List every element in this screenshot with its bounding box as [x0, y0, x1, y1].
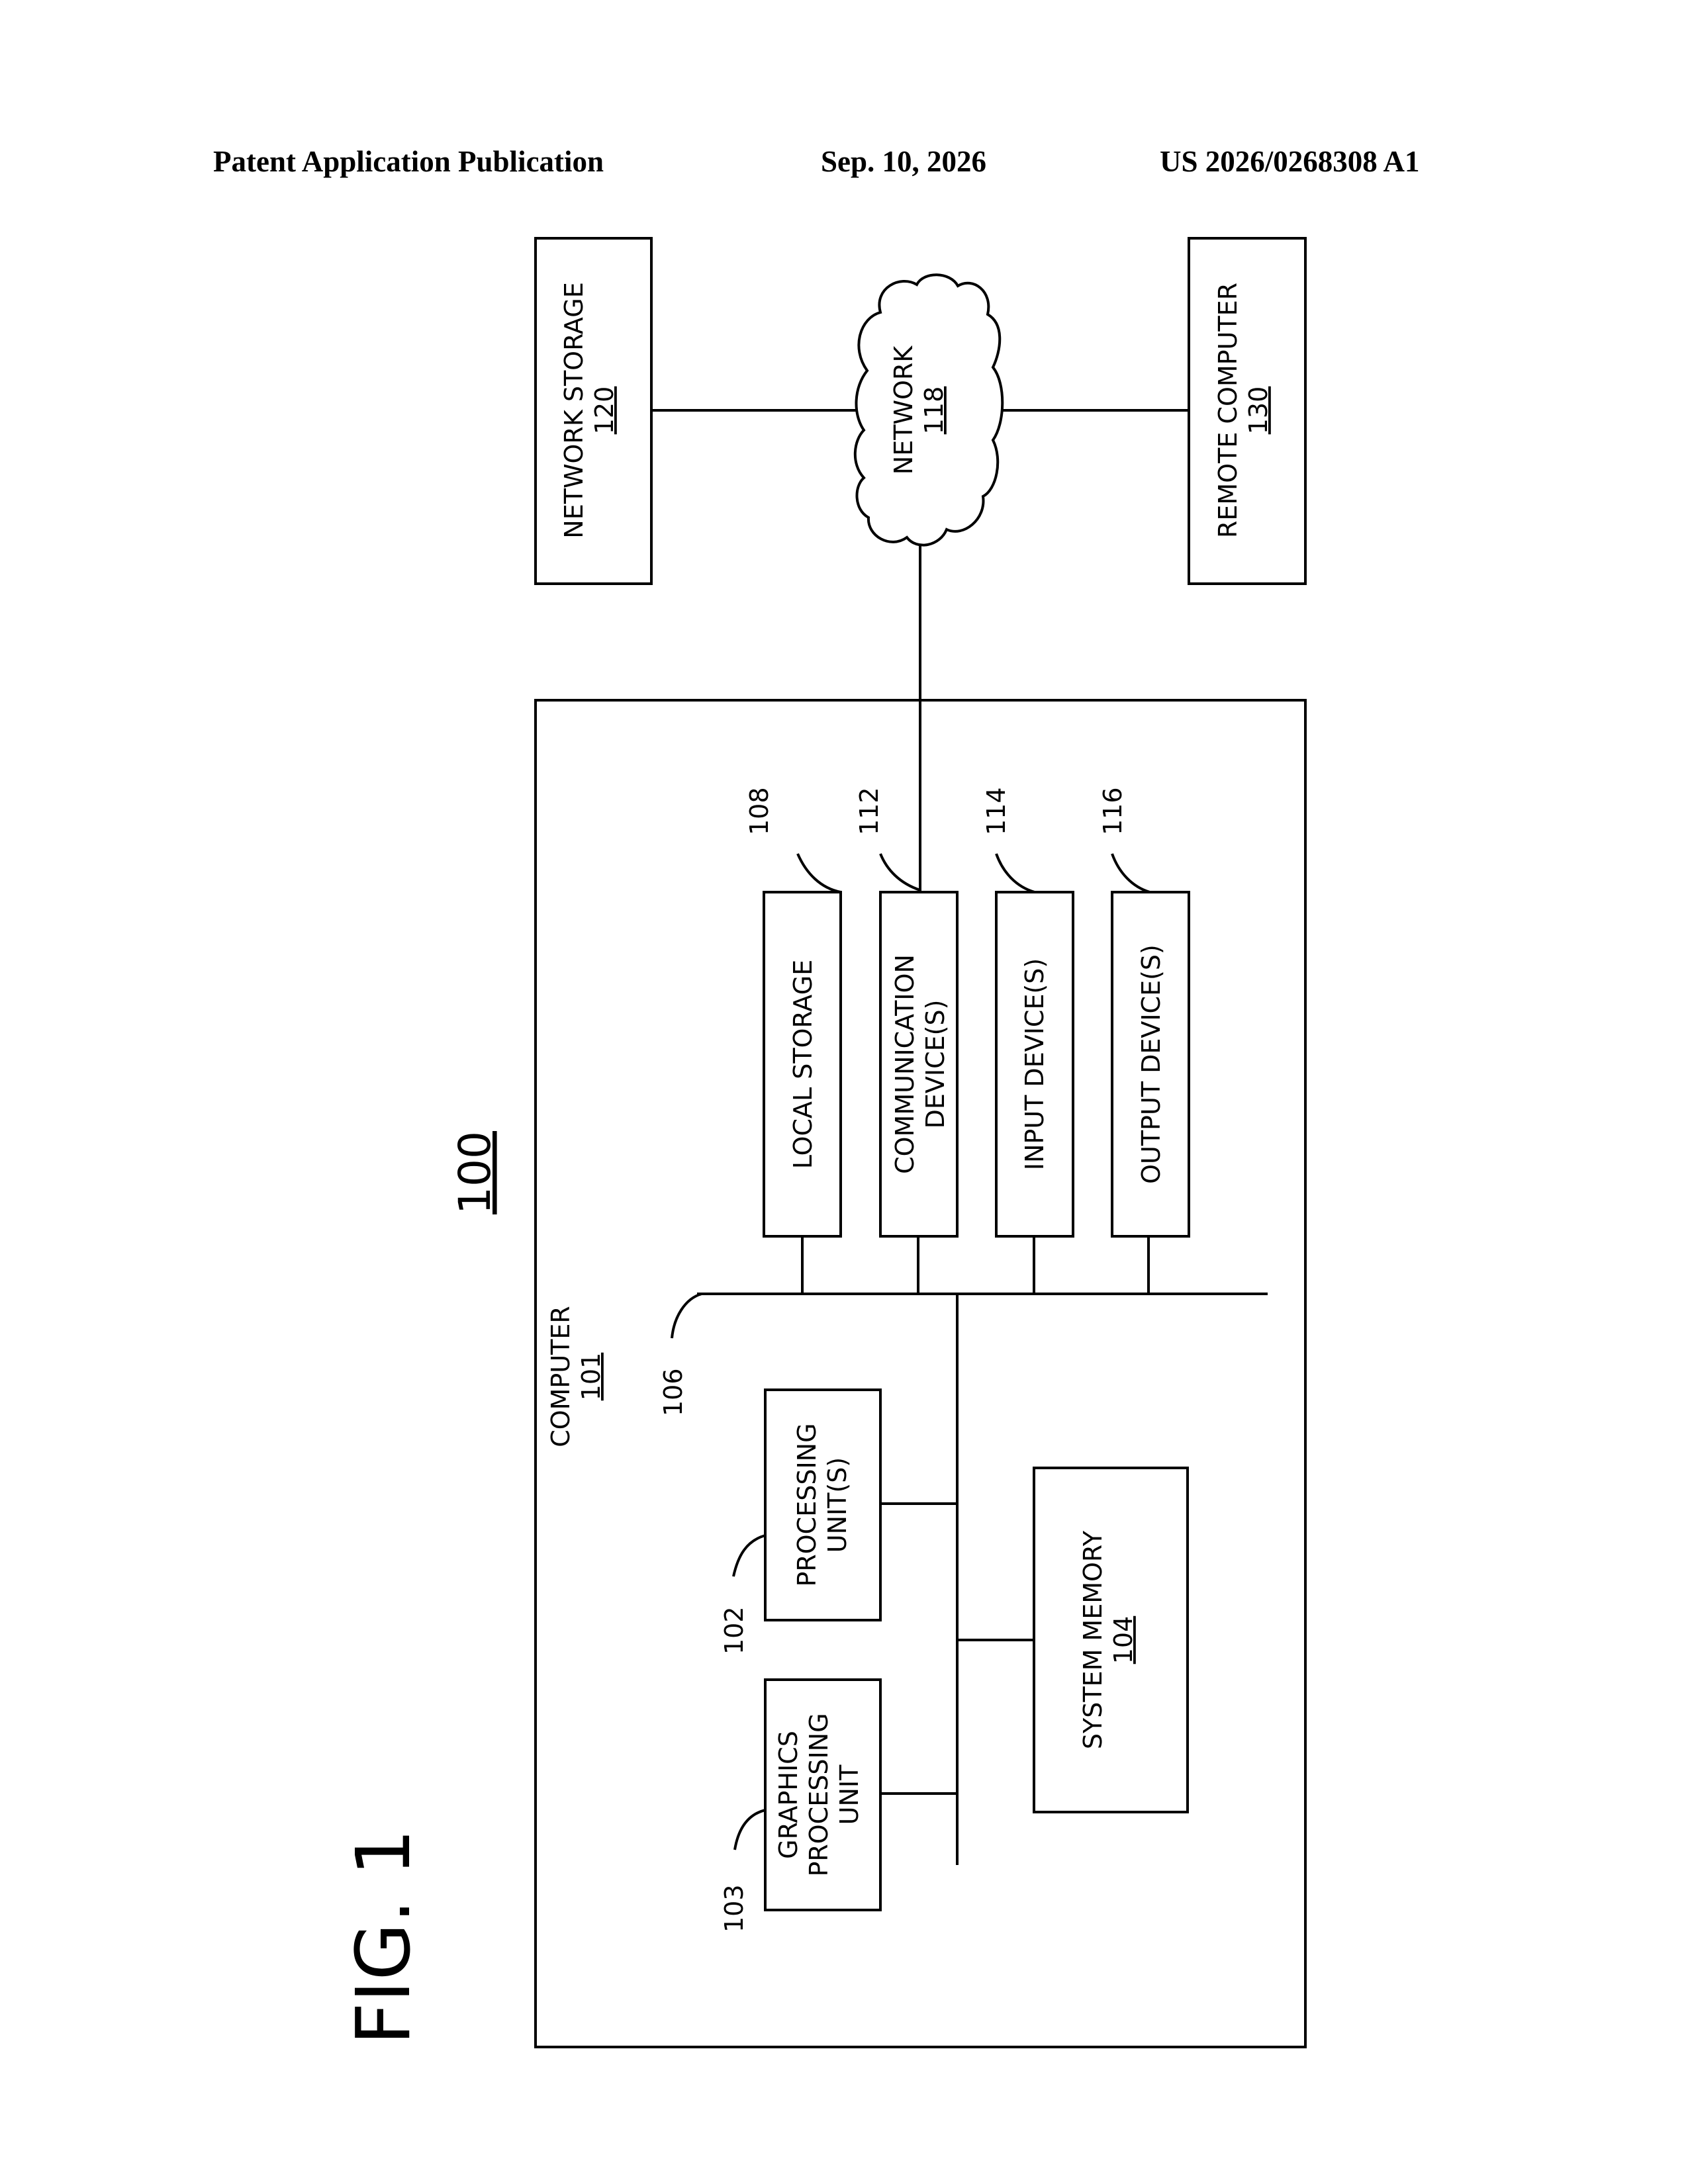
communication-label-line1: COMMUNICATION	[890, 954, 919, 1174]
computer-label: COMPUTER	[546, 1306, 575, 1447]
network-storage-label: NETWORK STORAGE	[559, 282, 588, 538]
local-storage-label: LOCAL STORAGE	[788, 960, 818, 1169]
ref-112: 112	[855, 787, 884, 835]
computer-ref: 101	[577, 1353, 606, 1401]
system-memory-label: SYSTEM MEMORY	[1078, 1530, 1107, 1749]
system-memory-ref: 104	[1109, 1616, 1138, 1664]
gpu-label-line1: GRAPHICS	[774, 1731, 803, 1859]
network-label: NETWORK	[889, 345, 918, 475]
network-ref: 118	[919, 387, 949, 435]
ref-108: 108	[745, 787, 774, 835]
ref-102: 102	[720, 1606, 749, 1655]
processing-unit-label-line1: PROCESSING	[792, 1423, 821, 1586]
gpu-label-line2: PROCESSING	[804, 1713, 833, 1876]
remote-computer-ref: 130	[1244, 387, 1273, 435]
ref-103: 103	[720, 1884, 749, 1933]
processing-unit-label-line2: UNIT(S)	[823, 1457, 852, 1553]
input-device-label: INPUT DEVICE(S)	[1020, 958, 1049, 1170]
ref-116: 116	[1098, 787, 1127, 835]
remote-computer-label: REMOTE COMPUTER	[1213, 283, 1243, 538]
gpu-label-line3: UNIT	[835, 1764, 864, 1825]
ref-106: 106	[659, 1368, 688, 1416]
figure-label: FIG. 1	[341, 1829, 427, 2045]
ref-114: 114	[982, 787, 1011, 835]
output-device-label: OUTPUT DEVICE(S)	[1137, 944, 1166, 1184]
system-ref: 100	[449, 1131, 500, 1214]
network-storage-ref: 120	[590, 387, 619, 435]
communication-label-line2: DEVICE(S)	[921, 1000, 950, 1129]
